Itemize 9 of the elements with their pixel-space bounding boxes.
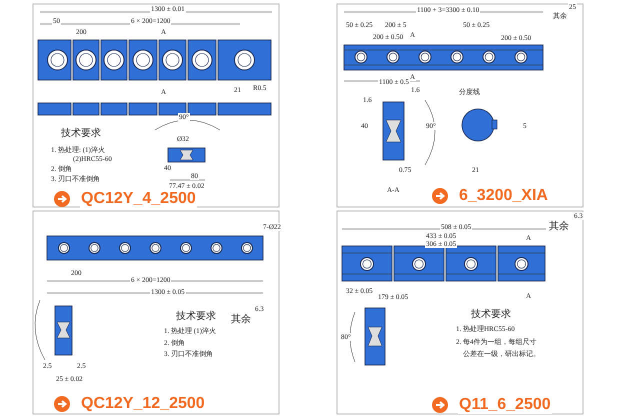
notes-heading: 技术要求 <box>175 311 217 322</box>
model-label: 6_3200_XIA <box>458 187 549 205</box>
model-label: QC12Y_12_2500 <box>80 395 206 413</box>
notes-heading: 其余 <box>548 221 570 232</box>
model-label: QC12Y_4_2500 <box>80 190 197 208</box>
notes-heading: 技术要求 <box>60 128 102 139</box>
notes-heading: 其余 <box>230 314 252 325</box>
notes-heading: 技术要求 <box>470 309 512 320</box>
model-label: Q11_6_2500 <box>458 396 552 414</box>
